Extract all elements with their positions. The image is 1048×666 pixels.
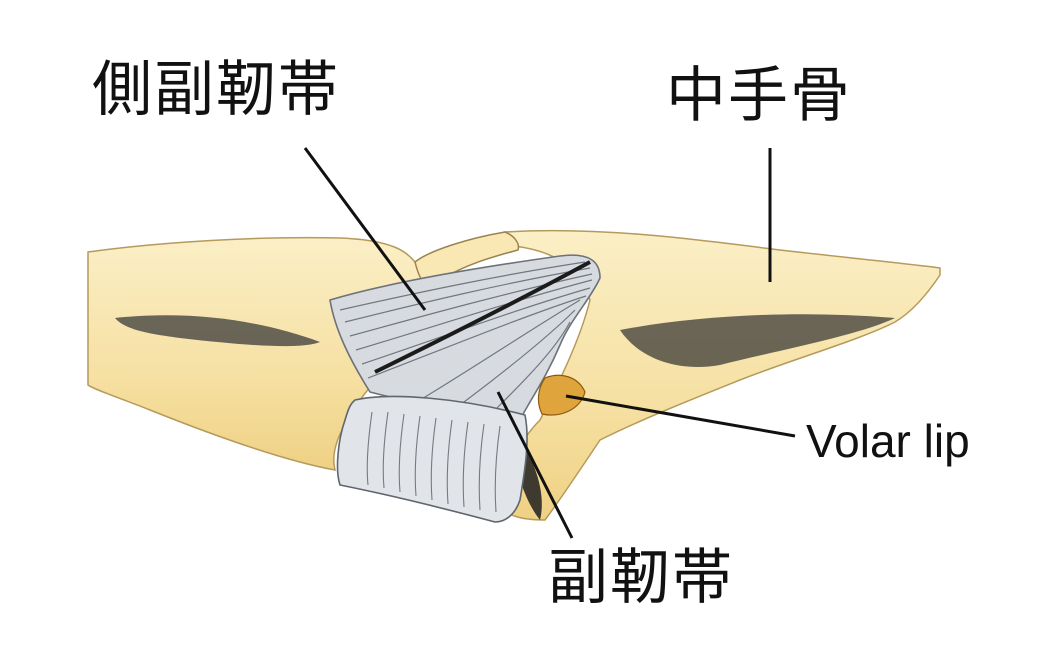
- leader-line-accessory: [496, 391, 574, 539]
- leader-line-collateral: [303, 147, 427, 311]
- label-collateral-ligament: 側副靭帯: [92, 55, 340, 125]
- ligament-dark-line: [374, 260, 591, 374]
- label-metacarpal: 中手骨: [666, 61, 852, 131]
- volar-plate-fibers: [366, 411, 501, 513]
- leader-lines: [303, 147, 796, 539]
- metacarpal-shadow: [620, 314, 895, 367]
- volar-lip: [537, 374, 586, 416]
- ligament-fibers: [339, 261, 593, 411]
- leader-line-volar-lip: [565, 394, 796, 438]
- label-volar-lip: Volar lip: [806, 415, 970, 467]
- label-accessory-ligament: 副靭帯: [548, 543, 734, 613]
- proximal-phalanx-shadow: [115, 315, 320, 347]
